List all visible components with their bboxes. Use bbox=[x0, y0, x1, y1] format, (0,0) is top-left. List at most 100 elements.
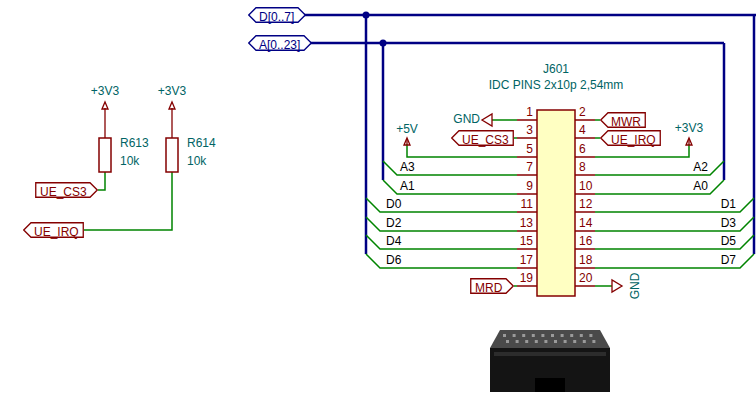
pin-line bbox=[575, 156, 595, 158]
reference: R614 bbox=[187, 136, 216, 150]
net-label: D0 bbox=[386, 197, 401, 211]
idc-pin bbox=[541, 334, 544, 337]
global-label: MRD bbox=[470, 278, 514, 294]
pin-line bbox=[517, 174, 537, 176]
global-label: UE_CS3 bbox=[451, 130, 514, 146]
pin-number: 3 bbox=[526, 123, 533, 137]
idc-pin bbox=[506, 340, 509, 343]
pin-line bbox=[517, 137, 537, 139]
idc-pin bbox=[554, 340, 557, 343]
idc-pin bbox=[535, 340, 538, 343]
pin-line bbox=[575, 137, 595, 139]
pin-number: 17 bbox=[520, 253, 533, 267]
pin-number: 7 bbox=[526, 160, 533, 174]
idc-pin bbox=[544, 340, 547, 343]
idc-pin bbox=[589, 334, 592, 337]
idc-pin bbox=[525, 340, 528, 343]
global-label: D[0..7] bbox=[248, 7, 306, 23]
pin-line bbox=[517, 267, 537, 269]
global-label: UE_CS3 bbox=[35, 182, 98, 198]
pin-line bbox=[575, 230, 595, 232]
net-label: A3 bbox=[400, 160, 415, 174]
pin-line bbox=[517, 248, 537, 250]
idc-pin bbox=[561, 334, 564, 337]
idc-pin bbox=[551, 334, 554, 337]
idc-pin bbox=[516, 340, 519, 343]
net-label: D1 bbox=[721, 197, 736, 211]
pin-number: 6 bbox=[579, 142, 586, 156]
pin-number: 16 bbox=[579, 234, 592, 248]
bus-lines bbox=[300, 15, 756, 254]
power-name: GND bbox=[628, 273, 642, 300]
net-label: D6 bbox=[386, 253, 401, 267]
pin-number: 10 bbox=[579, 179, 592, 193]
net-label: A2 bbox=[693, 160, 708, 174]
global-label: UE_IRQ bbox=[23, 222, 84, 238]
net-label: A1 bbox=[400, 179, 415, 193]
pin-line bbox=[575, 267, 595, 269]
label-text: A[0..23] bbox=[248, 37, 311, 53]
net-label: D7 bbox=[721, 253, 736, 267]
wires bbox=[84, 120, 754, 286]
label-text: D[0..7] bbox=[248, 9, 305, 25]
net-label: D2 bbox=[386, 216, 401, 230]
idc-pin bbox=[532, 334, 535, 337]
pin-number: 8 bbox=[579, 160, 586, 174]
idc-pin bbox=[522, 334, 525, 337]
idc-pin bbox=[580, 334, 583, 337]
power-symbols bbox=[102, 102, 692, 292]
reference: J601 bbox=[543, 62, 569, 76]
value: 10k bbox=[120, 154, 139, 168]
pin-line bbox=[517, 230, 537, 232]
label-text: UE_IRQ bbox=[23, 224, 84, 240]
pin-line bbox=[517, 211, 537, 213]
pin-number: 13 bbox=[520, 216, 533, 230]
label-text: UE_CS3 bbox=[451, 132, 514, 148]
pin-line bbox=[517, 156, 537, 158]
value: 10k bbox=[187, 154, 206, 168]
idc-pin bbox=[564, 340, 567, 343]
connector-symbol bbox=[517, 110, 595, 296]
pin-line bbox=[575, 119, 595, 121]
pin-number: 15 bbox=[520, 234, 533, 248]
pin-line bbox=[575, 248, 595, 250]
pin-number: 19 bbox=[520, 271, 533, 285]
label-text: MRD bbox=[470, 280, 513, 296]
pin-line bbox=[575, 285, 595, 287]
idc-illustration bbox=[490, 330, 610, 392]
pin-line bbox=[575, 211, 595, 213]
power-name: +3V3 bbox=[158, 84, 186, 98]
pin-line bbox=[517, 193, 537, 195]
pin-number: 20 bbox=[579, 271, 592, 285]
pin-number: 18 bbox=[579, 253, 592, 267]
pin-number: 9 bbox=[526, 179, 533, 193]
idc-pin bbox=[573, 340, 576, 343]
label-text: UE_CS3 bbox=[35, 184, 98, 200]
global-label: MWR bbox=[600, 112, 646, 128]
idc-pin bbox=[592, 340, 595, 343]
pin-number: 2 bbox=[579, 105, 586, 119]
pin-line bbox=[575, 193, 595, 195]
net-label: A0 bbox=[693, 179, 708, 193]
pin-line bbox=[517, 285, 537, 287]
global-label: A[0..23] bbox=[248, 35, 312, 51]
label-text: UE_IRQ bbox=[600, 132, 661, 148]
net-label: D5 bbox=[721, 234, 736, 248]
power-name: +3V3 bbox=[91, 84, 119, 98]
idc-pin bbox=[513, 334, 516, 337]
pin-number: 1 bbox=[526, 105, 533, 119]
power-name: +3V3 bbox=[675, 121, 703, 135]
idc-pin bbox=[570, 334, 573, 337]
pin-number: 5 bbox=[526, 142, 533, 156]
pin-line bbox=[517, 119, 537, 121]
label-text: MWR bbox=[600, 114, 646, 130]
junction-dots bbox=[363, 12, 387, 47]
value: IDC PINS 2x10p 2,54mm bbox=[489, 78, 624, 92]
net-label: D3 bbox=[721, 216, 736, 230]
pin-number: 14 bbox=[579, 216, 592, 230]
net-label: D4 bbox=[386, 234, 401, 248]
reference: R613 bbox=[120, 136, 149, 150]
idc-pin bbox=[583, 340, 586, 343]
